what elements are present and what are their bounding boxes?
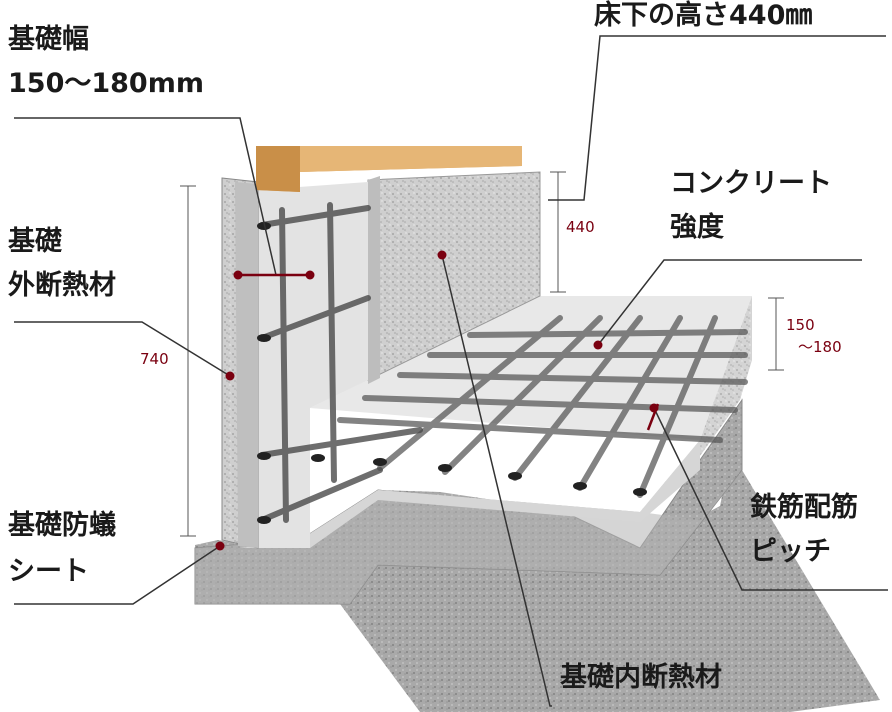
foundation-width-value: 150〜180mm: [8, 68, 204, 99]
concrete-strength-label-1: コンクリート: [670, 168, 832, 199]
underfloor-dimension: 440: [566, 218, 595, 236]
termite-sheet-label-2: シート: [8, 556, 89, 587]
slab-thickness-bottom: 〜180: [798, 338, 842, 356]
outer-foundation-wall: [221, 177, 368, 549]
inner-insulation-label: 基礎内断熱材: [560, 662, 722, 693]
termite-sheet-label-1: 基礎防蟻: [8, 510, 116, 541]
slab-rebar-grid: [337, 315, 748, 498]
foundation-width-title: 基礎幅: [8, 24, 89, 55]
outer-insulation-label-1: 基礎: [8, 226, 62, 257]
rebar-pitch-label-2: ピッチ: [750, 536, 831, 567]
underfloor-height-label: 床下の高さ440㎜: [594, 0, 813, 31]
concrete-strength-label-2: 強度: [670, 212, 724, 243]
wooden-sill: [256, 146, 522, 192]
outer-insulation-label-2: 外断熱材: [8, 270, 116, 301]
leader-dots: [215, 250, 659, 551]
rebar-ends: [257, 222, 647, 524]
wall-height-dimension: 740: [140, 350, 169, 368]
slab-thickness-top: 150: [786, 316, 815, 334]
leader-lines: [14, 35, 888, 707]
dimension-lines: [180, 171, 784, 537]
rebar-pitch-label-1: 鉄筋配筋: [750, 492, 858, 523]
wall-rebar: [259, 202, 423, 523]
